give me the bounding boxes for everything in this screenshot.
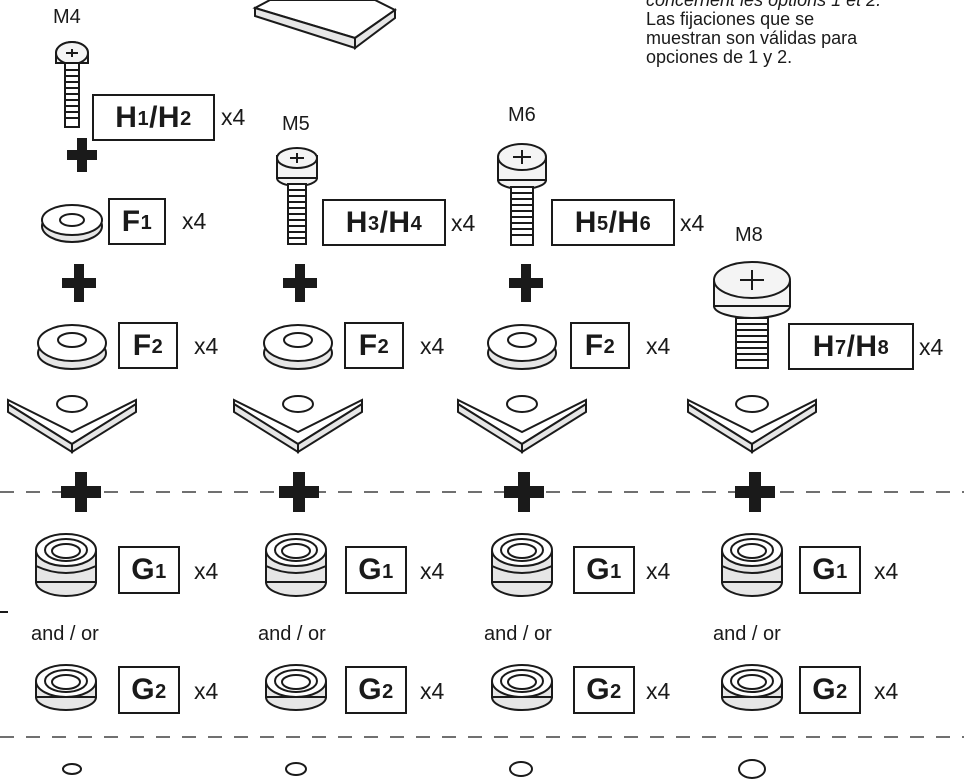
and-or-label: and / or [713,623,781,645]
screw-size-label: M4 [53,6,81,28]
plus-icon [509,264,543,302]
grommet-g2 [491,664,553,711]
plus-icon [67,138,97,172]
and-or-label: and / or [258,623,326,645]
washer-f2 [487,324,557,370]
screw-m6 [497,143,547,246]
plus-icon [735,472,775,512]
plus-icon [62,264,96,302]
grommet-g1 [35,533,97,597]
panel-chevron [7,395,137,454]
note-text: concernent les options 1 et 2. Las fijac… [646,0,964,67]
quantity-label: x4 [221,104,246,130]
quantity-label: x4 [194,333,219,359]
quantity-label: x4 [646,678,671,704]
washer-f1 [41,204,103,243]
hole-icon [738,759,766,779]
screw-m4 [55,41,89,128]
quantity-label: x4 [919,334,944,360]
panel-chevron [457,395,587,454]
plus-icon [61,472,101,512]
screw-m8 [713,261,791,369]
hole-icon [509,761,533,777]
quantity-label: x4 [194,558,219,584]
grommet-g2 [265,664,327,711]
grommet-g1 [721,533,783,597]
screw-m5 [276,147,318,245]
washer-f2 [37,324,107,370]
quantity-label: x4 [194,678,219,704]
grommet-g2 [35,664,97,711]
quantity-label: x4 [646,558,671,584]
hole-icon [285,762,307,776]
note-line-2: Las fijaciones que se [646,9,815,29]
quantity-label: x4 [420,558,445,584]
note-line-1: concernent les options 1 et 2. [646,0,882,10]
note-line-4: opciones de 1 y 2. [646,47,793,67]
quantity-label: x4 [420,678,445,704]
quantity-label: x4 [874,678,899,704]
note-line-3: muestran son válidas para [646,28,858,48]
quantity-label: x4 [182,208,207,234]
quantity-label: x4 [680,210,705,236]
plus-icon [504,472,544,512]
screw-size-label: M6 [508,104,536,126]
screw-size-label: M5 [282,113,310,135]
and-or-label: and / or [31,623,99,645]
and-or-label: and / or [484,623,552,645]
plus-icon [283,264,317,302]
panel-chevron [233,395,363,454]
grommet-g1 [265,533,327,597]
quantity-label: x4 [420,333,445,359]
panel-chevron [687,395,817,454]
washer-f2 [263,324,333,370]
panel-corner-top [252,0,397,50]
grommet-g1 [491,533,553,597]
plus-icon [279,472,319,512]
hole-icon [62,763,82,775]
grommet-g2 [721,664,783,711]
quantity-label: x4 [646,333,671,359]
screw-size-label: M8 [735,224,763,246]
quantity-label: x4 [874,558,899,584]
quantity-label: x4 [451,210,476,236]
